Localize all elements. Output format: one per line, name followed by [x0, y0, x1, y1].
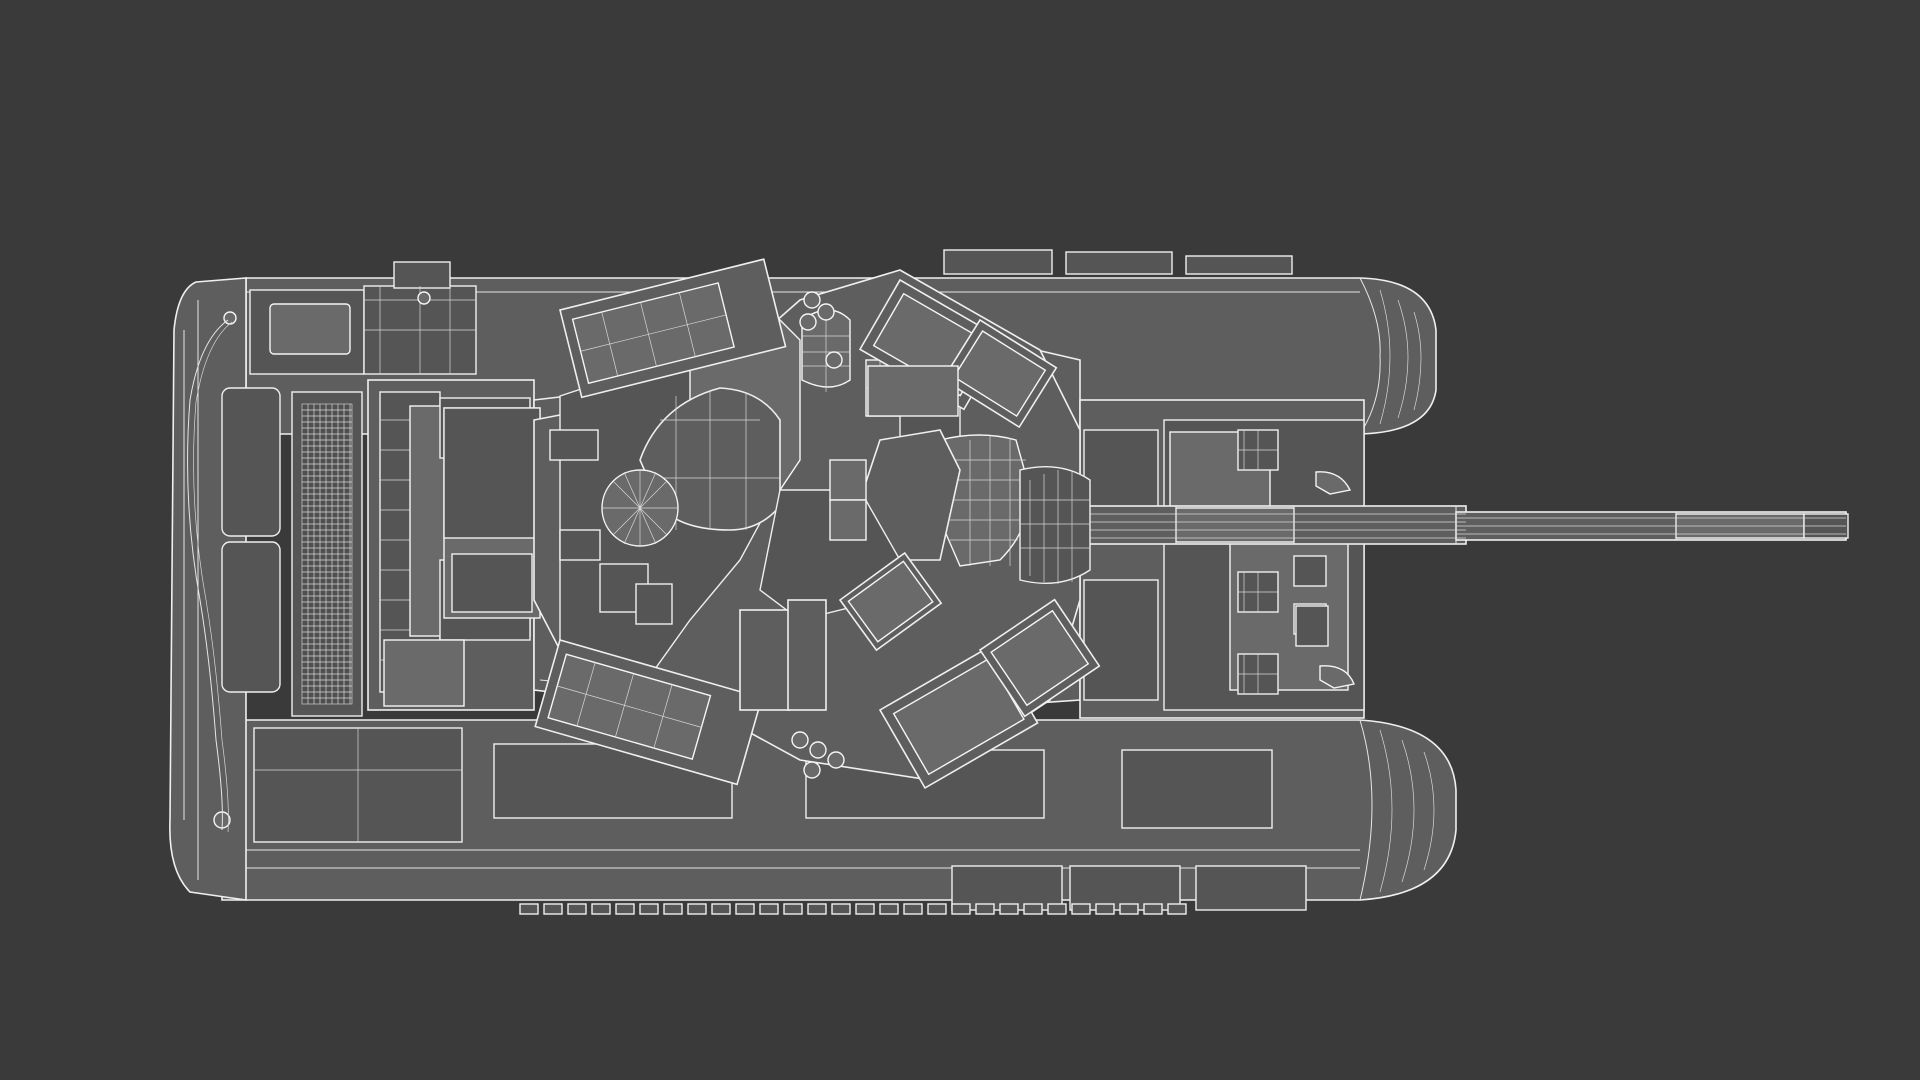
main-gun-barrel: [1085, 505, 1849, 545]
track-pad: [783, 903, 803, 915]
track-pad: [1119, 903, 1139, 915]
track-pad: [1047, 903, 1067, 915]
reactive-armor-blocks: [534, 258, 1101, 790]
track-pads: [519, 903, 1187, 915]
track-pad: [711, 903, 731, 915]
track-pad: [1143, 903, 1163, 915]
track-pad: [567, 903, 587, 915]
track-pad: [639, 903, 659, 915]
rear-hull: [169, 261, 477, 901]
track-pad: [663, 903, 683, 915]
track-pad: [951, 903, 971, 915]
track-pad: [1071, 903, 1091, 915]
track-pad: [903, 903, 923, 915]
track-pad: [855, 903, 875, 915]
frontal-hull: [1079, 399, 1365, 719]
track-pad: [807, 903, 827, 915]
track-pad: [1095, 903, 1115, 915]
tow-cable: [187, 319, 229, 831]
track-pad: [543, 903, 563, 915]
track-pad: [687, 903, 707, 915]
track-pad: [879, 903, 899, 915]
lower-track-skirt: [221, 719, 1457, 911]
smoke-launchers: [791, 291, 845, 779]
track-pad: [519, 903, 539, 915]
track-pad: [975, 903, 995, 915]
track-pad: [591, 903, 611, 915]
track-pad: [1023, 903, 1043, 915]
track-pad: [735, 903, 755, 915]
track-pad: [759, 903, 779, 915]
track-pad: [999, 903, 1019, 915]
track-pad: [1167, 903, 1187, 915]
track-pad: [927, 903, 947, 915]
track-pad: [615, 903, 635, 915]
track-pad: [831, 903, 851, 915]
